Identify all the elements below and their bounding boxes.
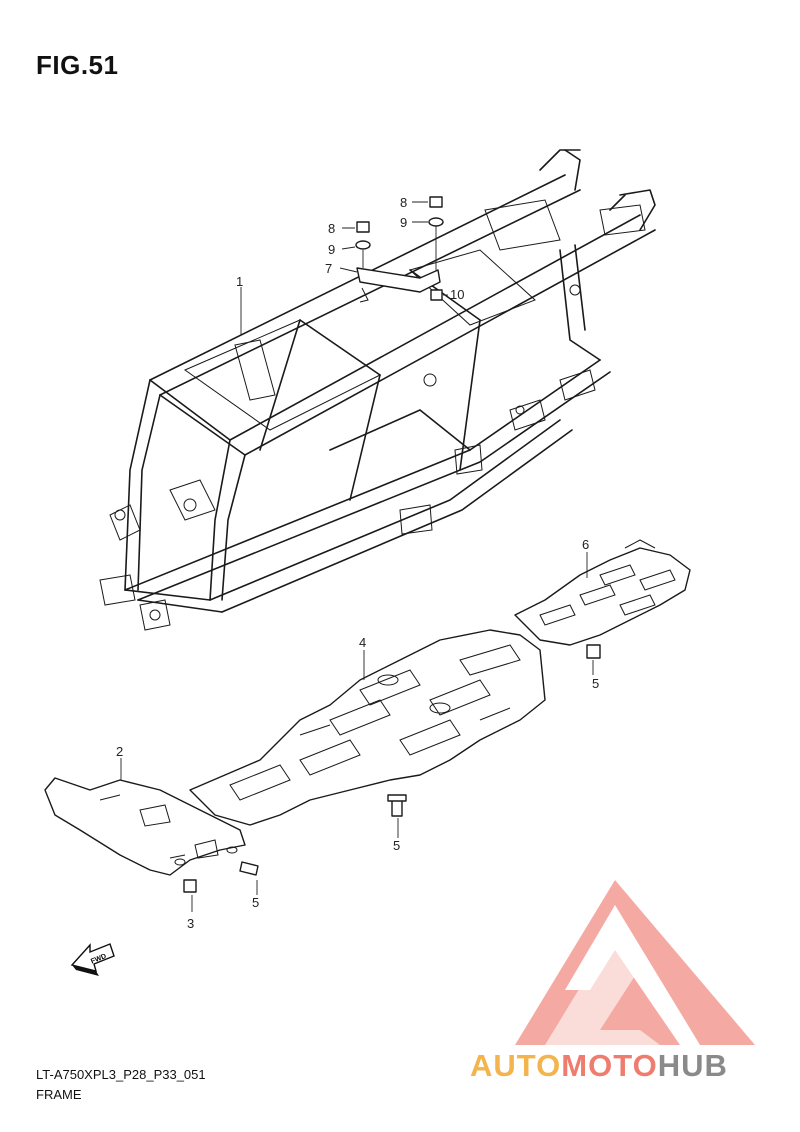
- leader-lines: [120, 201, 594, 912]
- brand-part-moto: MOTO: [561, 1048, 658, 1083]
- callout-9a: 9: [328, 242, 335, 257]
- callout-9b: 9: [400, 215, 407, 230]
- brand-part-auto: AUTO: [470, 1048, 562, 1083]
- callout-4: 4: [359, 635, 366, 650]
- callout-labels: 1 2 3 4 5 5 5 6 7 8 8 9 9 10: [116, 195, 599, 931]
- callout-8a: 8: [328, 221, 335, 236]
- section-name: FRAME: [36, 1087, 82, 1102]
- figure-title: FIG.51: [36, 50, 119, 80]
- callout-3: 3: [187, 916, 194, 931]
- callout-1: 1: [236, 274, 243, 289]
- forward-arrow-icon: FWD: [70, 943, 115, 976]
- front-skid-plate: [44, 777, 246, 876]
- callout-6: 6: [582, 537, 589, 552]
- center-skid-plate: [189, 629, 546, 826]
- callout-10: 10: [450, 287, 464, 302]
- callout-5c: 5: [592, 676, 599, 691]
- rear-skid-plate: [514, 539, 691, 646]
- callout-8b: 8: [400, 195, 407, 210]
- bracket-and-fasteners: [355, 196, 444, 303]
- brand-part-hub: HUB: [657, 1048, 728, 1083]
- callout-7: 7: [325, 261, 332, 276]
- callout-5a: 5: [252, 895, 259, 910]
- callout-5b: 5: [393, 838, 400, 853]
- model-code: LT-A750XPL3_P28_P33_051: [36, 1067, 206, 1082]
- clips-and-bolts: [183, 644, 601, 893]
- watermark-logo-icon: [515, 880, 755, 1045]
- callout-2: 2: [116, 744, 123, 759]
- watermark-brand: AUTOMOTOHUB: [470, 1048, 728, 1084]
- main-frame: [99, 149, 656, 631]
